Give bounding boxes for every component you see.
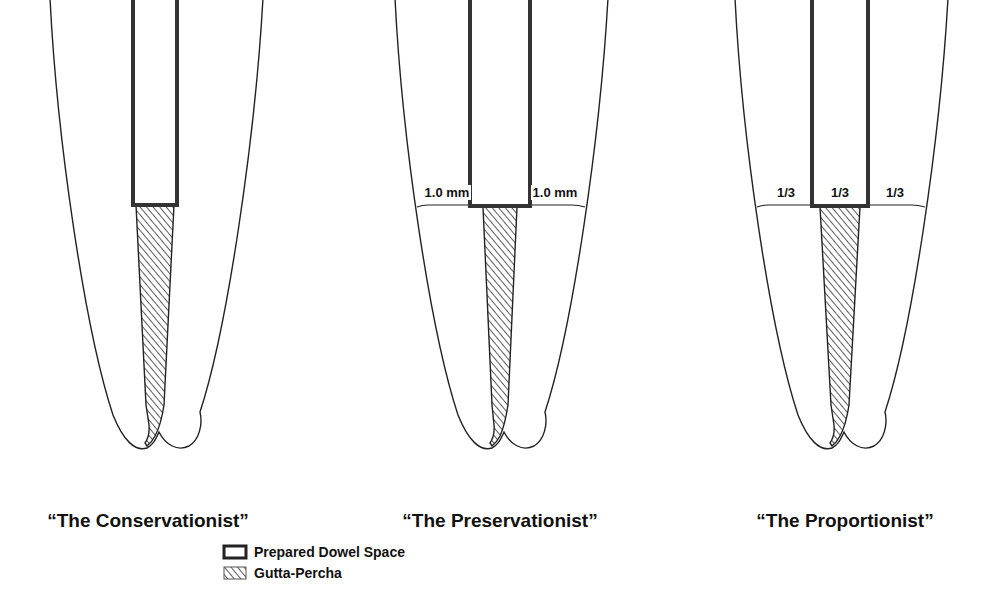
gutta-percha-swatch xyxy=(222,565,248,581)
dimension-label: 1.0 mm xyxy=(531,185,580,200)
legend-text: Gutta-Percha xyxy=(254,565,342,581)
caption: “The Conservationist” xyxy=(47,510,249,532)
tooth-root xyxy=(50,0,263,449)
dimension-label: 1.0 mm xyxy=(423,185,472,200)
tooth-root xyxy=(735,0,948,449)
dimension-label: 1/3 xyxy=(884,185,906,200)
dimension-label: 1/3 xyxy=(775,185,797,200)
caption: “The Preservationist” xyxy=(402,510,597,532)
legend-text: Prepared Dowel Space xyxy=(254,544,405,560)
dimension-label: 1/3 xyxy=(829,185,851,200)
dowel-space-swatch xyxy=(222,544,248,560)
caption: “The Proportionist” xyxy=(756,510,933,532)
tooth-root xyxy=(395,0,608,449)
